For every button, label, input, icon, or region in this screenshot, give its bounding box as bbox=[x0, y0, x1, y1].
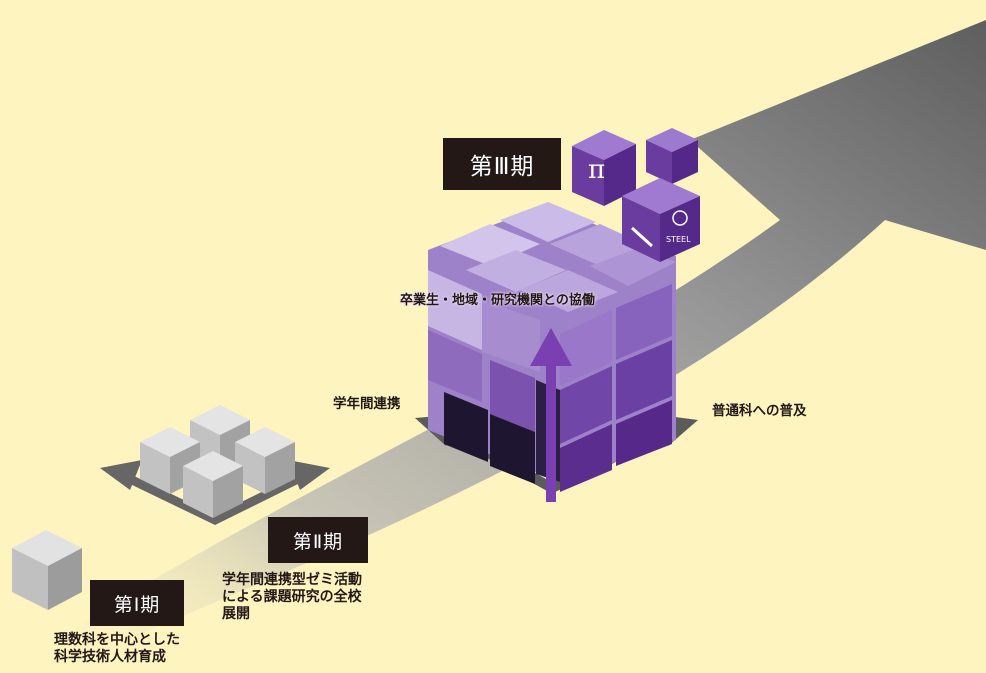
phase3-vertical-arrow-head bbox=[530, 328, 572, 366]
phase2-desc-line1: 学年間連携型ゼミ活動 bbox=[222, 572, 362, 588]
phase2-spread-arrow bbox=[126, 473, 302, 526]
phase1-cube bbox=[12, 530, 82, 610]
phase2-label: 第Ⅱ期 bbox=[268, 517, 368, 563]
pi-icon: π bbox=[588, 155, 605, 185]
phase3-cube-block bbox=[428, 202, 676, 492]
phase3-label: 第Ⅲ期 bbox=[443, 138, 561, 190]
phase1-description: 理数科を中心とした 科学技術人材育成 bbox=[54, 632, 224, 666]
phase1-desc-line1: 理数科を中心とした bbox=[54, 632, 180, 648]
phase2-arrow-left-head bbox=[100, 460, 142, 490]
phase2-cubes bbox=[140, 405, 295, 518]
phase2-desc-line3: 展開 bbox=[222, 606, 250, 623]
phase1-label: 第Ⅰ期 bbox=[90, 580, 184, 626]
wrench-icon bbox=[630, 226, 654, 248]
phase3-vertical-arrow-shaft bbox=[546, 360, 556, 502]
collaboration-label: 卒業生・地域・研究機関との協働 bbox=[400, 293, 595, 308]
phase2-desc-line2: による課題研究の全校 bbox=[222, 589, 362, 606]
growth-arrow bbox=[40, 20, 986, 650]
art-icon-cube: STEEL bbox=[622, 178, 700, 262]
pi-icon-cube: π bbox=[572, 130, 636, 206]
phase1-desc-line2: 科学技術人材育成 bbox=[54, 649, 166, 666]
spread-label: 普通科への普及 bbox=[712, 403, 807, 419]
grade-collab-label: 学年間連携 bbox=[333, 396, 401, 412]
phase2-description: 学年間連携型ゼミ活動 による課題研究の全校 展開 bbox=[222, 572, 412, 623]
steel-label: STEEL bbox=[666, 235, 691, 244]
phase2-arrow-right-head bbox=[288, 460, 330, 490]
palette-icon bbox=[672, 210, 688, 226]
small-purple-cube bbox=[646, 128, 698, 184]
